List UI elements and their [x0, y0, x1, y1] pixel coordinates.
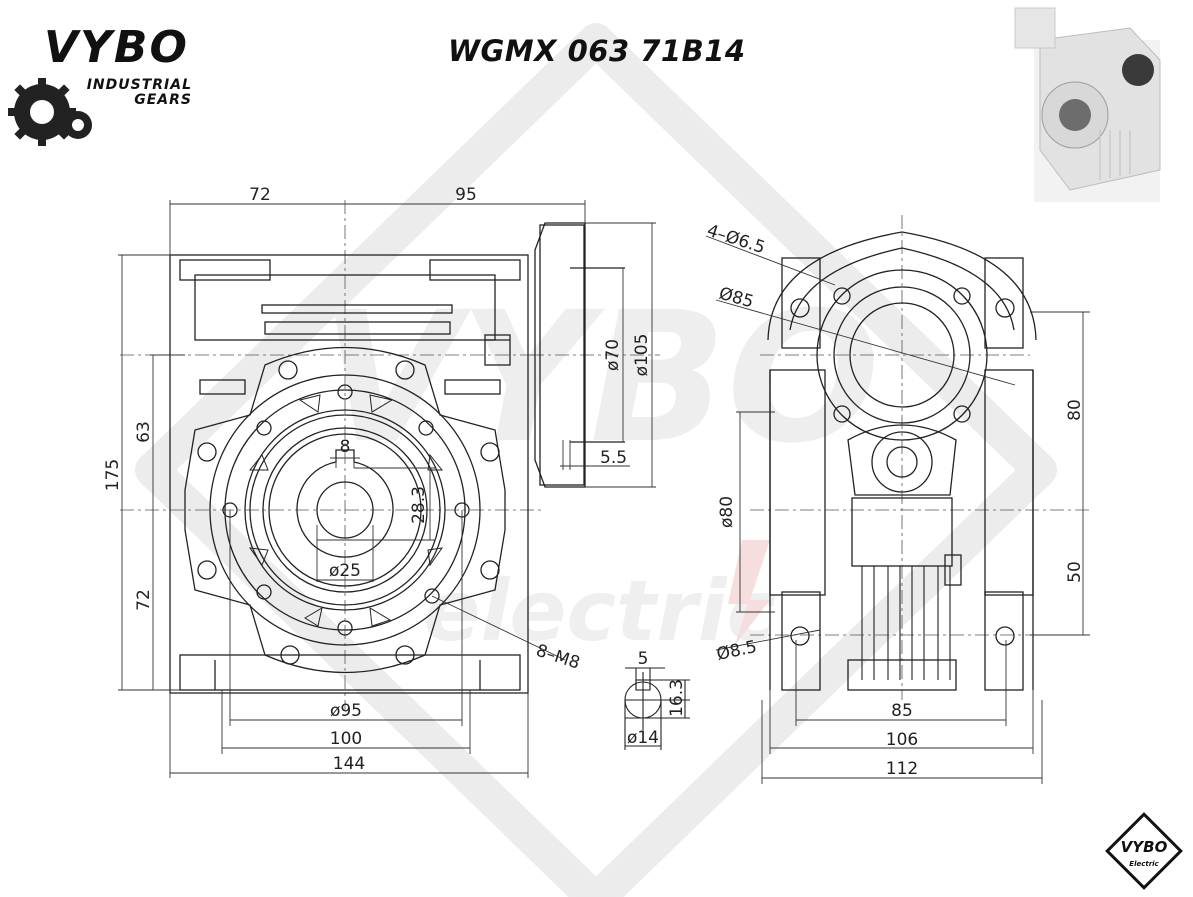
corner-logo: VYBO Electric [1105, 812, 1183, 890]
dim-bore: ø25 [329, 561, 361, 581]
dim-base-overall: 144 [333, 754, 365, 774]
dim-side-bore: ø80 [717, 496, 737, 528]
dim-input-key-depth: 16.3 [667, 679, 687, 717]
page-title: WGMX 063 71B14 [448, 34, 746, 68]
corner-logo-mark: VYBO [1121, 838, 1168, 856]
dim-input-key: 5 [638, 649, 649, 669]
brand-line-industrial: INDUSTRIAL [86, 77, 192, 93]
dim-side-overall: 112 [886, 759, 918, 779]
dim-keyway-width: 8 [340, 437, 351, 457]
dim-upper-height: 63 [134, 421, 154, 443]
dim-side-foot-pitch: 85 [891, 701, 913, 721]
watermark-tagline: electric [424, 562, 777, 660]
watermark-bolt-icon [728, 540, 770, 645]
dim-flange-outer: ø105 [632, 334, 652, 377]
dim-side-inner: 106 [886, 730, 918, 750]
front-dimensions [118, 200, 656, 778]
side-dimensions [705, 235, 1090, 784]
dim-mount-holes: 4–Ø6.5 [704, 221, 767, 258]
watermark: VYBO electric [135, 23, 1057, 897]
brand-line-gears: GEARS [134, 92, 192, 108]
gears-icon [8, 78, 92, 146]
dim-top-right: 95 [455, 185, 477, 205]
watermark-word: VYBO [320, 274, 880, 483]
dim-overall-height: 175 [103, 459, 123, 491]
dim-side-lower: 50 [1065, 561, 1085, 583]
dim-flange-offset: 5.5 [600, 448, 627, 468]
brand-logo: VYBO INDUSTRIAL GEARS [14, 18, 204, 158]
dim-lower-height: 72 [134, 589, 154, 611]
product-photo [1014, 7, 1161, 202]
dim-side-upper: 80 [1065, 399, 1085, 421]
shaft-detail [624, 667, 690, 750]
dim-input-bore: ø14 [627, 728, 659, 748]
dim-top-left: 72 [249, 185, 271, 205]
corner-logo-sub: Electric [1129, 860, 1159, 868]
dim-keyway-depth: 28.3 [409, 486, 429, 524]
dim-flange-pitch: ø70 [603, 339, 623, 371]
brand-mark: VYBO [44, 22, 189, 73]
dim-bolt-circle: ø95 [330, 701, 362, 721]
brand-tagline: INDUSTRIAL GEARS [70, 78, 192, 108]
dim-base-inner: 100 [330, 729, 362, 749]
